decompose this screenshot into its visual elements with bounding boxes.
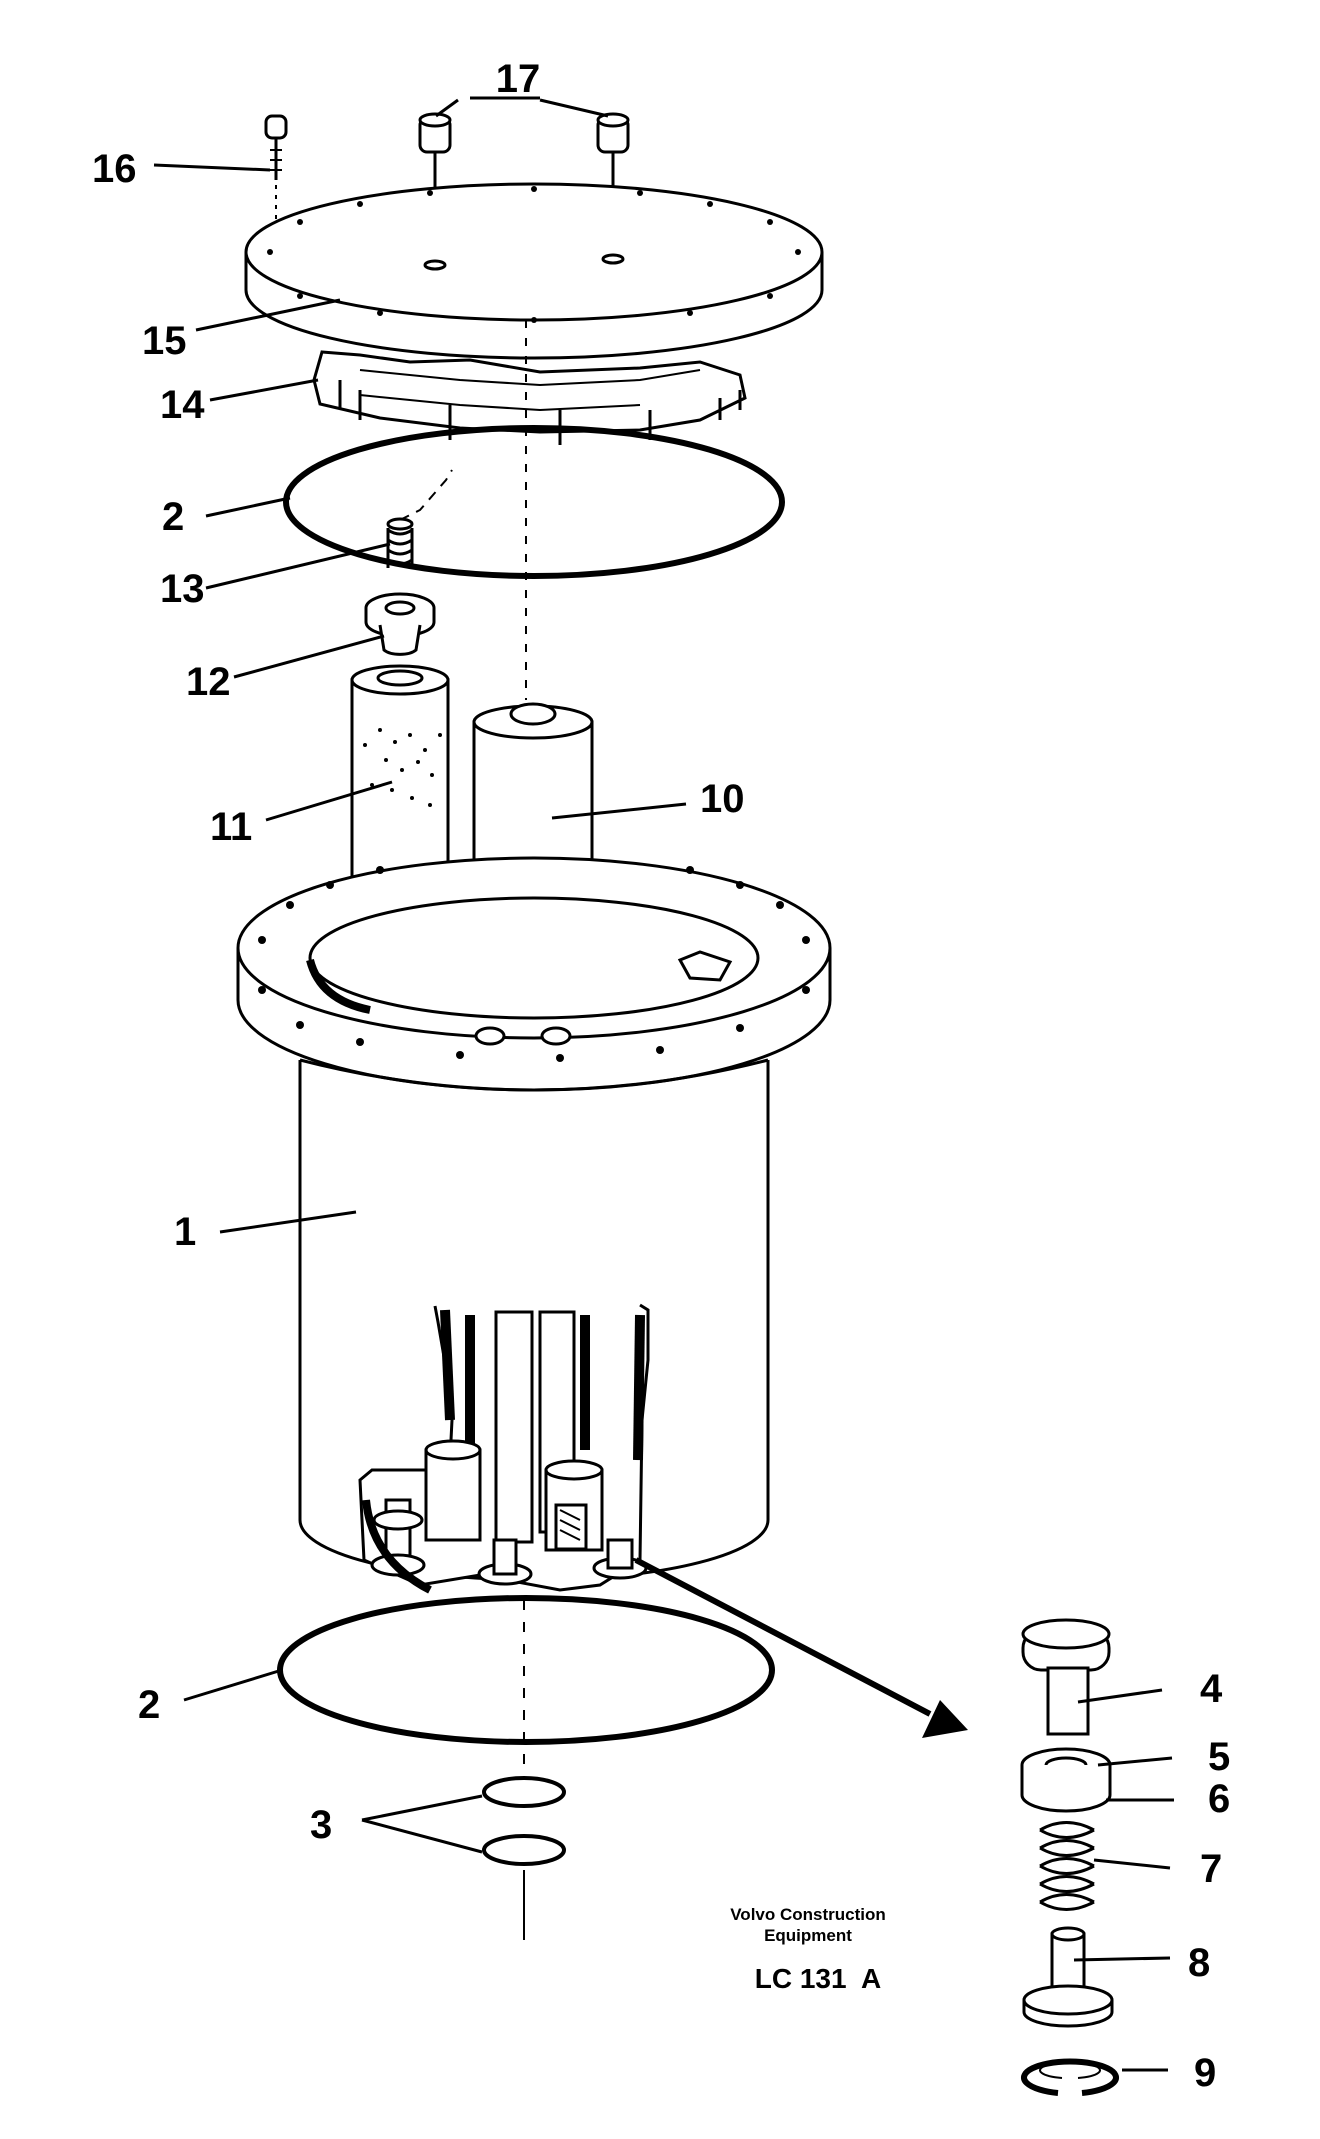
callout-5: 5 [1208, 1735, 1230, 1779]
callout-12: 12 [186, 660, 231, 704]
part-12-bushing [364, 592, 436, 656]
part-14-gasket [312, 350, 747, 445]
part-13-spring [386, 469, 453, 568]
leader-lines [153, 96, 1174, 2072]
callout-4: 4 [1200, 1667, 1223, 1711]
part-1-housing [236, 856, 832, 1594]
callout-15: 15 [142, 319, 187, 363]
part-8-pin [1022, 1926, 1114, 2028]
detail-arrow [634, 1557, 968, 1738]
callout-2-top: 2 [162, 495, 184, 539]
callout-16: 16 [92, 147, 137, 191]
part-3-seal-rings [482, 1776, 566, 1866]
callout-1: 1 [174, 1210, 196, 1254]
credit-line-1: Volvo Construction [730, 1905, 886, 1924]
callout-17: 17 [496, 57, 541, 101]
callout-9: 9 [1194, 2051, 1216, 2095]
drawing-code: LC 131 A [755, 1963, 882, 1994]
callout-8: 8 [1188, 1941, 1210, 1985]
callout-11: 11 [210, 805, 252, 849]
part-16-bolt [264, 114, 288, 270]
callout-14: 14 [160, 383, 205, 427]
callout-10: 10 [700, 777, 745, 821]
part-2-o-ring-top [283, 425, 785, 579]
callout-6: 6 [1208, 1777, 1230, 1821]
part-15-cover-plate [244, 182, 824, 360]
part-9-circlip [1021, 2058, 1119, 2096]
part-4-valve-cap [1021, 1618, 1111, 1736]
callout-7: 7 [1200, 1847, 1222, 1891]
callout-3: 3 [310, 1803, 332, 1847]
callout-13: 13 [160, 567, 205, 611]
part-6-spacer [1020, 1765, 1112, 1813]
part-7-spring [1039, 1821, 1095, 1911]
credit-line-2: Equipment [764, 1926, 852, 1945]
callout-2-bottom: 2 [138, 1683, 160, 1727]
part-2-o-ring-bottom [277, 1595, 775, 1745]
